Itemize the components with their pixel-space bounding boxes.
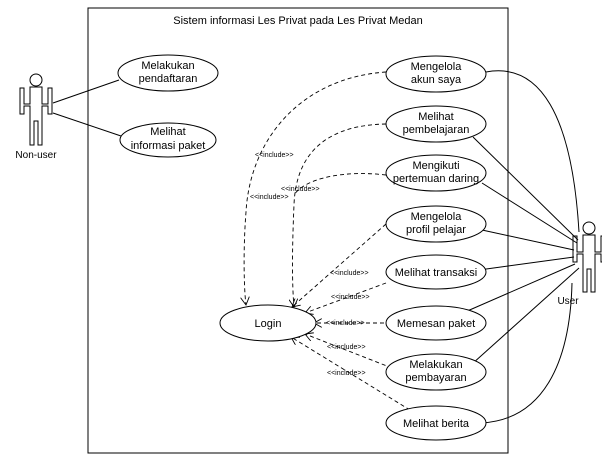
usecase-label: pendaftaran xyxy=(139,73,198,85)
usecase-label: akun saya xyxy=(411,74,462,86)
actor-non-user-body xyxy=(19,86,53,146)
usecase-melakukan-pembayaran: Melakukan pembayaran xyxy=(385,353,487,391)
usecase-mengelola-akun-saya: Mengelola akun saya xyxy=(385,55,487,93)
usecase-mengelola-profil-pelajar: Mengelola profil pelajar xyxy=(385,205,487,243)
usecase-label: informasi paket xyxy=(131,140,206,152)
usecase-melakukan-pendaftaran: Melakukan pendaftaran xyxy=(117,54,219,92)
include-label-3: <<include>> xyxy=(250,194,289,201)
usecase-label: Mengelola xyxy=(411,211,463,223)
usecase-melihat-informasi-paket: Melihat informasi paket xyxy=(119,122,217,158)
usecase-label: pembayaran xyxy=(405,372,466,384)
usecase-label: pembelajaran xyxy=(403,124,470,136)
usecase-label: Melihat berita xyxy=(403,418,470,430)
usecase-label: Melihat xyxy=(418,111,453,123)
usecase-label: profil pelajar xyxy=(406,224,466,236)
actor-non-user-label: Non-user xyxy=(15,150,57,161)
actor-non-user-head xyxy=(29,73,43,87)
usecase-label: Login xyxy=(255,318,282,330)
include-label-5: <<include>> xyxy=(331,294,370,301)
usecase-label: Melihat xyxy=(150,126,185,138)
include-label-8: <<include>> xyxy=(327,370,366,377)
usecase-label: Melihat transaksi xyxy=(395,267,478,279)
assoc-user-pembelajaran xyxy=(472,136,579,241)
system-title: Sistem informasi Les Privat pada Les Pri… xyxy=(173,15,422,27)
assoc-user-pertemuan-daring xyxy=(481,182,578,244)
assoc-user-akun-saya xyxy=(485,70,580,233)
usecase-label: Mengelola xyxy=(411,61,463,73)
usecase-label: Melakukan xyxy=(141,60,194,72)
include-label-2: <<include>> xyxy=(281,186,320,193)
actor-user-body xyxy=(572,234,602,293)
usecase-memesan-paket: Memesan paket xyxy=(385,305,487,341)
include-label-1: <<include>> xyxy=(255,152,294,159)
assoc-user-berita xyxy=(480,282,573,424)
assoc-user-profil-pelajar xyxy=(481,229,575,251)
include-pertemuan-daring-login xyxy=(293,173,387,196)
assoc-user-memesan-paket xyxy=(464,263,576,313)
usecase-mengikuti-pertemuan-daring: Mengikuti pertemuan daring xyxy=(385,154,487,192)
assoc-nonuser-informasi-paket xyxy=(52,112,122,137)
assoc-user-pembayaran xyxy=(471,267,580,365)
include-label-7: <<include>> xyxy=(327,344,366,351)
actor-user-head xyxy=(582,221,596,235)
include-label-6: <<include>> xyxy=(326,320,365,327)
usecase-label: Melakukan xyxy=(409,359,462,371)
usecase-melihat-berita: Melihat berita xyxy=(385,405,487,441)
usecase-label: Memesan paket xyxy=(397,318,475,330)
usecase-label: Mengikuti xyxy=(412,160,459,172)
usecase-login: Login xyxy=(219,304,317,342)
include-pembayaran-login xyxy=(305,334,393,369)
usecase-melihat-transaksi: Melihat transaksi xyxy=(385,254,487,290)
include-pembelajaran-login xyxy=(293,123,387,307)
include-akun-saya-login xyxy=(244,71,387,305)
assoc-nonuser-pendaftaran xyxy=(52,79,120,104)
actor-non-user: Non-user xyxy=(15,73,57,161)
usecase-melihat-pembelajaran: Melihat pembelajaran xyxy=(385,105,487,143)
include-label-4: <<include>> xyxy=(330,270,369,277)
system-boundary xyxy=(87,7,509,454)
include-transaksi-login xyxy=(305,282,387,313)
usecase-label: pertemuan daring xyxy=(393,173,479,185)
include-berita-login xyxy=(291,337,411,411)
actor-user: User xyxy=(557,221,602,307)
actor-user-label: User xyxy=(557,296,579,307)
assoc-user-transaksi xyxy=(478,256,575,271)
